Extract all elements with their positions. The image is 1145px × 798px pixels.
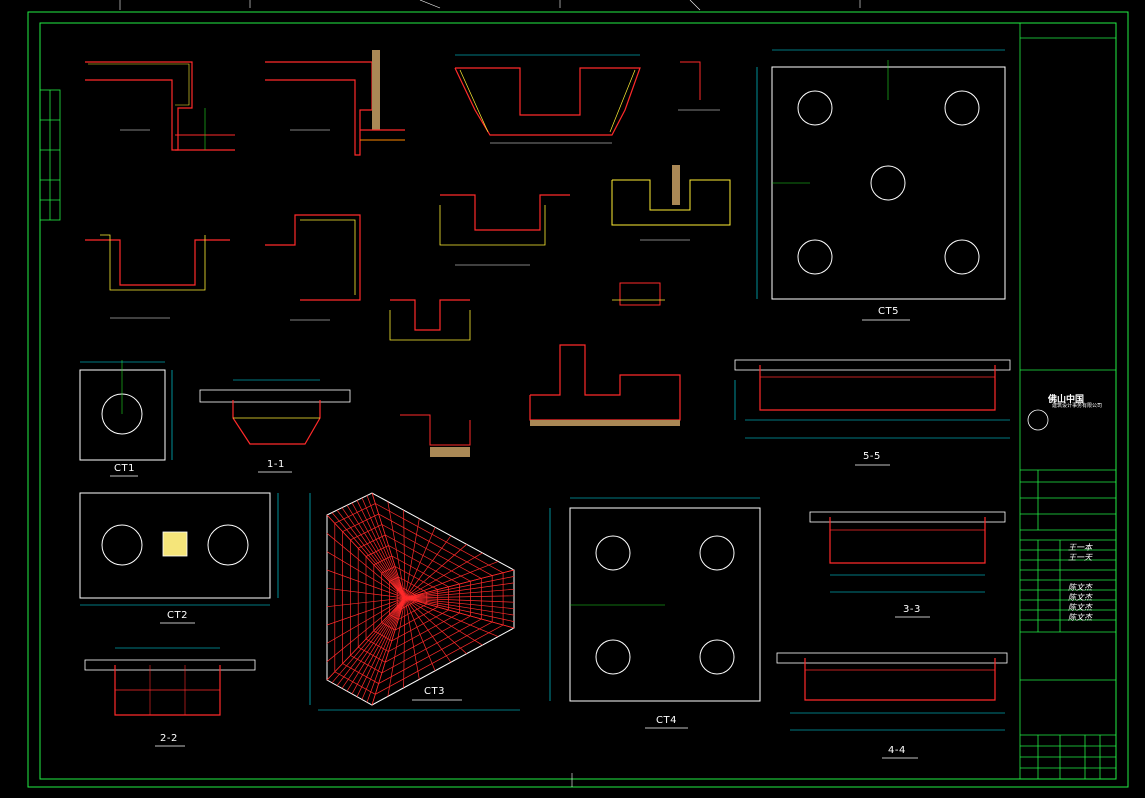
ct3-rebar-ring xyxy=(357,534,471,663)
label-ct4: CT4 xyxy=(656,715,677,726)
signature-1: 王一本 xyxy=(1068,543,1092,552)
company-seal-icon xyxy=(1027,409,1049,431)
detail-9 xyxy=(612,282,665,306)
ct3-rebar-ring xyxy=(373,555,449,642)
label-ct5: CT5 xyxy=(878,306,899,317)
signature-5: 陈文杰 xyxy=(1068,603,1092,612)
detail-5 xyxy=(85,234,230,319)
signature-4: 陈文杰 xyxy=(1068,593,1092,602)
detail-12 xyxy=(400,414,471,457)
label-3-3: 3-3 xyxy=(903,604,921,615)
detail-8 xyxy=(611,165,731,241)
title-block-lines xyxy=(1019,23,1116,779)
ct3-rebar-ring xyxy=(396,587,417,610)
label-1-1: 1-1 xyxy=(267,459,285,470)
detail-1 xyxy=(85,61,235,151)
title-underlines xyxy=(110,319,930,759)
ct2-plan xyxy=(79,492,279,606)
label-5-5: 5-5 xyxy=(863,451,881,462)
left-strip xyxy=(39,89,61,221)
section-5-5 xyxy=(734,359,1011,439)
ct3-plan xyxy=(309,492,520,711)
section-4-4 xyxy=(776,652,1008,731)
signature-2: 王一天 xyxy=(1068,553,1092,562)
detail-4 xyxy=(678,61,720,111)
ct3-rebar-ring xyxy=(342,513,493,684)
ct5-plan xyxy=(756,49,1006,300)
signature-6: 陈文杰 xyxy=(1068,613,1092,622)
ct3-rebar-ring xyxy=(389,576,428,620)
top-border-ticks xyxy=(119,0,861,787)
label-2-2: 2-2 xyxy=(160,733,178,744)
section-1-1 xyxy=(199,379,351,445)
label-ct1: CT1 xyxy=(114,463,135,474)
detail-6 xyxy=(265,214,361,321)
signature-3: 陈文杰 xyxy=(1068,583,1092,592)
section-2-2 xyxy=(84,647,256,716)
inner-frame xyxy=(39,22,1117,780)
detail-3 xyxy=(454,54,641,144)
label-ct3: CT3 xyxy=(424,686,445,697)
section-3-3 xyxy=(809,511,1006,593)
label-4-4: 4-4 xyxy=(888,745,906,756)
ct3-rebar-ring xyxy=(334,503,504,695)
ct3-rebar-ring xyxy=(365,545,460,652)
company-logo: 佛山中国 xyxy=(1048,395,1085,405)
detail-2 xyxy=(265,50,405,156)
label-ct2: CT2 xyxy=(167,610,188,621)
ct3-rebar-ring xyxy=(350,524,482,674)
detail-10 xyxy=(389,299,471,341)
ct3-rebar-ring xyxy=(381,566,439,631)
outer-frame xyxy=(27,11,1129,788)
detail-11 xyxy=(529,344,681,426)
detail-7 xyxy=(439,194,570,266)
ct1-plan xyxy=(79,360,173,461)
ct4-plan xyxy=(549,497,761,702)
company-name: 建筑设计事务有限公司 xyxy=(1052,403,1103,409)
